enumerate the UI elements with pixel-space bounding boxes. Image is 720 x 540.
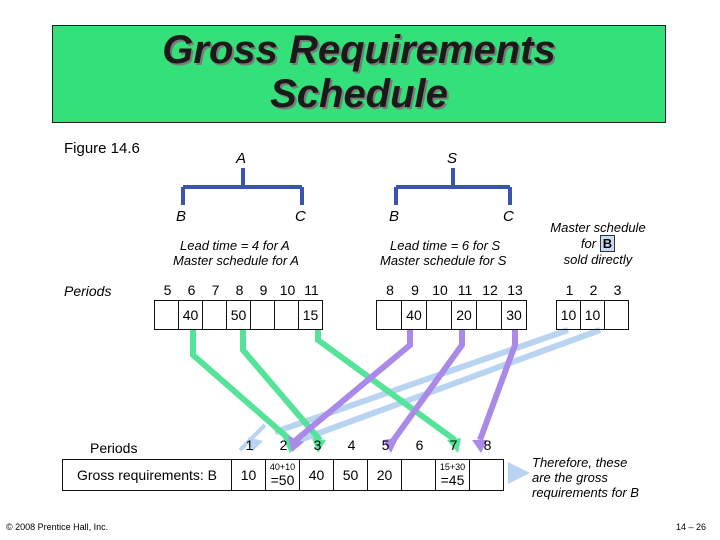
gross-cell xyxy=(469,459,504,491)
direct-schedule-note: Master schedule for B sold directly xyxy=(538,220,658,268)
title-line-1: Gross Requirements xyxy=(162,28,556,72)
conclusion-text: Therefore, these are the gross requireme… xyxy=(532,455,639,500)
table-cell xyxy=(274,300,299,330)
item-b-highlight: B xyxy=(599,235,616,252)
gross-cell: 50 xyxy=(333,459,368,491)
gross-cell-sum: 15+30 xyxy=(439,462,466,472)
gross-period-header: 1 xyxy=(245,437,254,453)
arrows-from-a xyxy=(190,330,457,448)
title-banner xyxy=(52,25,666,123)
figure-label: Figure 14.6 xyxy=(64,140,140,157)
gross-period-header: 4 xyxy=(347,437,356,453)
gross-period-header: 2 xyxy=(279,437,288,453)
gross-cell-value: =50 xyxy=(270,472,295,488)
page-title: Gross Requirements Schedule xyxy=(52,28,666,116)
arrows-from-s xyxy=(294,330,518,447)
arrow-heads xyxy=(248,436,487,453)
table-cell xyxy=(202,300,227,330)
table-s-values: 40 20 30 xyxy=(376,300,527,330)
direct-line-2: for B xyxy=(538,235,658,252)
table-cell xyxy=(154,300,179,330)
period-header: 11 xyxy=(304,282,319,298)
gross-cell-value: 20 xyxy=(376,467,393,483)
conclusion-line-1: Therefore, these xyxy=(532,455,628,470)
gross-cell xyxy=(401,459,436,491)
gross-cell-value: 40 xyxy=(308,467,325,483)
conclusion-line-2: are the gross xyxy=(532,470,608,485)
period-header: 8 xyxy=(386,282,394,298)
tree-s-lead-time: Lead time = 6 for S xyxy=(390,238,501,253)
periods-label-bottom: Periods xyxy=(90,440,138,456)
title-line-2: Schedule xyxy=(270,72,448,116)
period-header: 11 xyxy=(457,282,473,298)
tree-a-lead-time: Lead time = 4 for A xyxy=(180,238,290,253)
tree-s-lines xyxy=(394,168,512,205)
gross-requirements-label: Gross requirements: B xyxy=(62,459,232,491)
tree-s-root: S xyxy=(447,150,458,167)
table-cell: 40 xyxy=(401,300,427,330)
page-number: 14 – 26 xyxy=(676,522,707,532)
gross-cell-value: =45 xyxy=(440,472,465,488)
gross-period-header: 5 xyxy=(381,437,390,453)
direct-line-1: Master schedule xyxy=(550,220,646,235)
period-header: 10 xyxy=(279,282,296,298)
table-cell: 30 xyxy=(501,300,527,330)
period-header: 1 xyxy=(565,282,574,298)
arrows-direct xyxy=(238,327,602,452)
tree-s-left: B xyxy=(389,208,400,225)
gross-cell: 40+10=50 xyxy=(265,459,300,491)
table-cell: 50 xyxy=(226,300,251,330)
period-header: 6 xyxy=(187,282,196,298)
tree-a-left: B xyxy=(176,208,187,225)
tree-s-right: C xyxy=(503,208,514,225)
gross-values: 10 40+10=50 40 50 20 15+30=45 xyxy=(231,459,504,491)
period-header: 5 xyxy=(163,282,172,298)
tree-a-root: A xyxy=(236,150,247,167)
table-cell: 40 xyxy=(178,300,203,330)
period-header: 9 xyxy=(259,282,268,298)
tree-a-schedule: Master schedule for A xyxy=(173,253,299,268)
table-cell xyxy=(476,300,502,330)
tree-a-lines xyxy=(181,168,304,205)
period-header: 7 xyxy=(211,282,220,298)
table-cell xyxy=(250,300,275,330)
gross-period-header: 7 xyxy=(449,437,458,453)
table-cell: 10 xyxy=(556,300,581,330)
direct-line-3: sold directly xyxy=(563,252,633,267)
gross-cell-value: 50 xyxy=(342,467,359,483)
gross-period-header: 8 xyxy=(483,437,492,453)
period-header: 12 xyxy=(482,282,498,298)
gross-period-header: 3 xyxy=(313,437,322,453)
period-header: 3 xyxy=(613,282,622,298)
tree-s-schedule: Master schedule for S xyxy=(380,253,507,268)
table-a-values: 40 50 15 xyxy=(154,300,323,330)
period-header: 2 xyxy=(589,282,598,298)
table-cell xyxy=(376,300,402,330)
periods-label-top: Periods xyxy=(64,283,112,299)
table-cell: 15 xyxy=(298,300,323,330)
gross-cell-value: 10 xyxy=(240,467,257,483)
gross-cell: 40 xyxy=(299,459,334,491)
gross-cell: 10 xyxy=(231,459,266,491)
table-cell xyxy=(604,300,629,330)
gross-cell: 15+30=45 xyxy=(435,459,470,491)
table-cell xyxy=(426,300,452,330)
table-cell: 20 xyxy=(451,300,477,330)
copyright: © 2008 Prentice Hall, Inc. xyxy=(6,522,109,532)
period-header: 13 xyxy=(507,282,523,298)
gross-cell: 20 xyxy=(367,459,402,491)
period-header: 8 xyxy=(235,282,244,298)
period-header: 10 xyxy=(432,282,448,298)
tree-a-right: C xyxy=(295,208,306,225)
period-header: 9 xyxy=(411,282,419,298)
conclusion-line-3: requirements for B xyxy=(532,485,639,500)
gross-cell-sum: 40+10 xyxy=(269,462,296,472)
table-cell: 10 xyxy=(580,300,605,330)
gross-period-header: 6 xyxy=(415,437,424,453)
